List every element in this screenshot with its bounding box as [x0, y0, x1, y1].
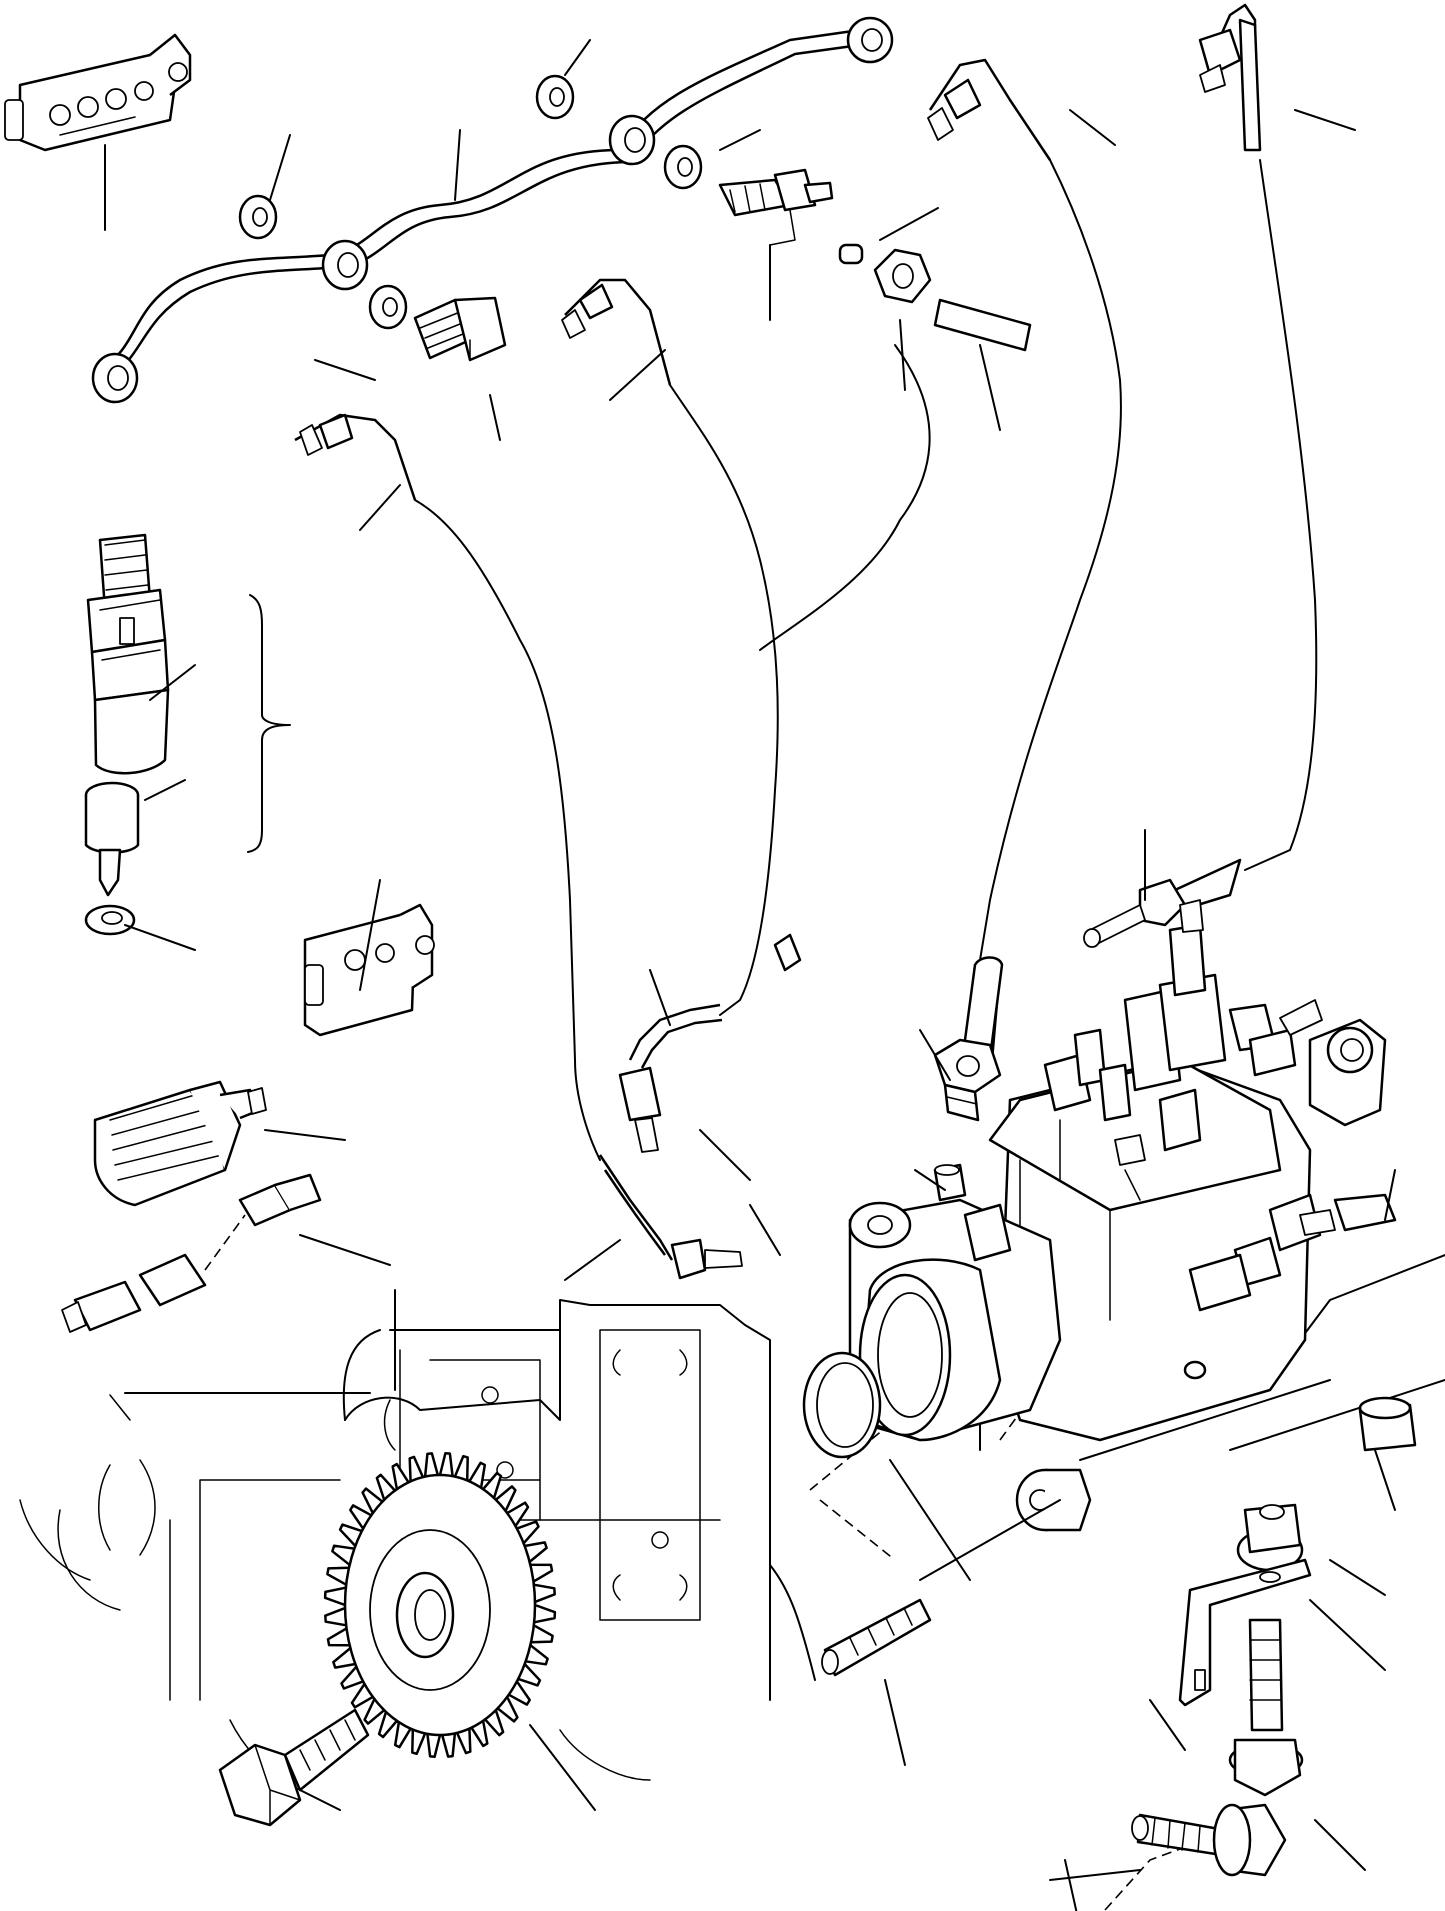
injection-pump — [850, 900, 1395, 1440]
injection-pipe-1 — [295, 415, 742, 1278]
nut — [875, 250, 930, 302]
timing-cover-edge-2 — [770, 1565, 815, 1680]
pipe-clamp — [305, 905, 434, 1035]
sleeve — [935, 1165, 965, 1200]
callout-leader-24 — [565, 1240, 620, 1280]
pump-drive-gear — [325, 1453, 555, 1757]
callout-leader-38 — [885, 1680, 905, 1765]
callout-leader-33 — [1150, 1700, 1185, 1750]
callout-leader-10 — [490, 395, 500, 440]
callout-leader-8 — [1295, 110, 1355, 130]
callout-leader-30 — [1375, 1450, 1395, 1510]
mounting-line-4 — [820, 1500, 895, 1560]
timing-cover — [20, 1290, 770, 1790]
callout-leader-27 — [920, 1030, 950, 1080]
injector-clamp — [5, 35, 190, 150]
callout-leader-31 — [1330, 1560, 1385, 1595]
washer — [537, 76, 573, 118]
callout-leader-35 — [1065, 1860, 1085, 1911]
callout-leader-21 — [265, 1130, 345, 1140]
callout-leader-26 — [915, 1170, 945, 1190]
callout-leaders — [105, 40, 1395, 1911]
callout-leader-37 — [890, 1460, 970, 1580]
callout-leader-11 — [610, 350, 665, 400]
injection-pipe-4 — [1084, 5, 1316, 947]
callout-leader-32 — [1310, 1600, 1385, 1670]
o-ring — [804, 1353, 880, 1457]
washer — [665, 146, 701, 188]
gear-bolt — [220, 1710, 368, 1825]
injection-pipe-2 — [562, 280, 778, 1152]
banjo-bolt — [415, 298, 505, 360]
injector-nozzle — [86, 783, 138, 895]
callout-leader-15 — [360, 485, 400, 530]
wire-connector — [62, 1175, 320, 1332]
stud — [822, 1600, 930, 1675]
callout-leader-17 — [145, 780, 185, 800]
cylinder-head-edge-2 — [1080, 1380, 1445, 1460]
callout-leader-25 — [700, 1130, 750, 1180]
callout-leader-39 — [530, 1725, 595, 1810]
callout-leader-19 — [360, 880, 380, 990]
bracket — [1180, 1560, 1310, 1705]
bolt — [1132, 1805, 1285, 1875]
temperature-sender — [95, 1082, 266, 1205]
pipe-section — [935, 300, 1030, 350]
assembly-brace — [248, 595, 290, 852]
callout-leader-23 — [750, 1205, 780, 1255]
callout-leader-3 — [455, 130, 460, 200]
callout-leader-18 — [125, 925, 195, 950]
callout-leader-20 — [650, 970, 670, 1025]
nozzle-seat-washer — [86, 906, 134, 934]
callout-leader-22 — [300, 1235, 390, 1265]
nut — [935, 1040, 1000, 1120]
nut — [1238, 1505, 1302, 1570]
nut — [1017, 1470, 1090, 1530]
callout-leader-6 — [880, 208, 938, 240]
callout-leader-40 — [300, 1790, 340, 1810]
washer — [370, 286, 406, 328]
callout-leader-34 — [1315, 1820, 1365, 1870]
bolt — [1230, 1620, 1302, 1795]
callout-leader-13 — [900, 320, 905, 390]
fuel-leak-off-pipe — [93, 18, 892, 402]
callout-leader-41 — [1050, 1870, 1140, 1880]
bleed-screw — [720, 170, 832, 245]
callout-leader-2 — [270, 135, 290, 200]
callout-leader-14 — [980, 345, 1000, 430]
sleeve — [1360, 1398, 1415, 1450]
callout-leader-16 — [150, 665, 195, 700]
callout-leader-36 — [920, 1500, 1060, 1580]
callout-leader-7 — [1070, 110, 1115, 145]
injection-pipe-3 — [760, 60, 1121, 1060]
callout-leader-9 — [315, 360, 375, 380]
washer — [240, 196, 276, 238]
callout-leader-5 — [720, 130, 760, 150]
injector-nozzle-holder — [88, 535, 168, 773]
callout-leader-4 — [565, 40, 590, 75]
sleeve — [840, 245, 862, 263]
callout-leader-29 — [1385, 1170, 1395, 1220]
